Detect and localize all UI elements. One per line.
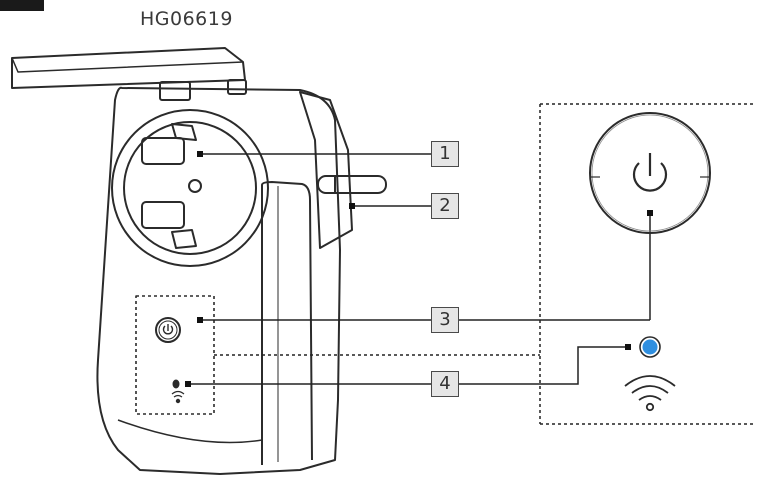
model-number: HG06619	[140, 8, 233, 30]
led-indicator	[639, 336, 661, 358]
callout-2: 2	[431, 193, 459, 219]
power-icon	[589, 112, 711, 234]
lid	[11, 47, 246, 89]
socket-ring	[111, 109, 269, 267]
device-power-button	[155, 317, 181, 343]
control-panel	[135, 295, 215, 415]
plug-body	[96, 86, 341, 475]
corner-marker	[0, 0, 44, 11]
wifi-icon	[624, 375, 676, 412]
plug-device	[11, 47, 387, 475]
plug-pin	[317, 175, 387, 194]
plug-back	[299, 91, 353, 249]
callout-3: 3	[431, 307, 459, 333]
callout-4: 4	[431, 371, 459, 397]
callout-1: 1	[431, 141, 459, 167]
